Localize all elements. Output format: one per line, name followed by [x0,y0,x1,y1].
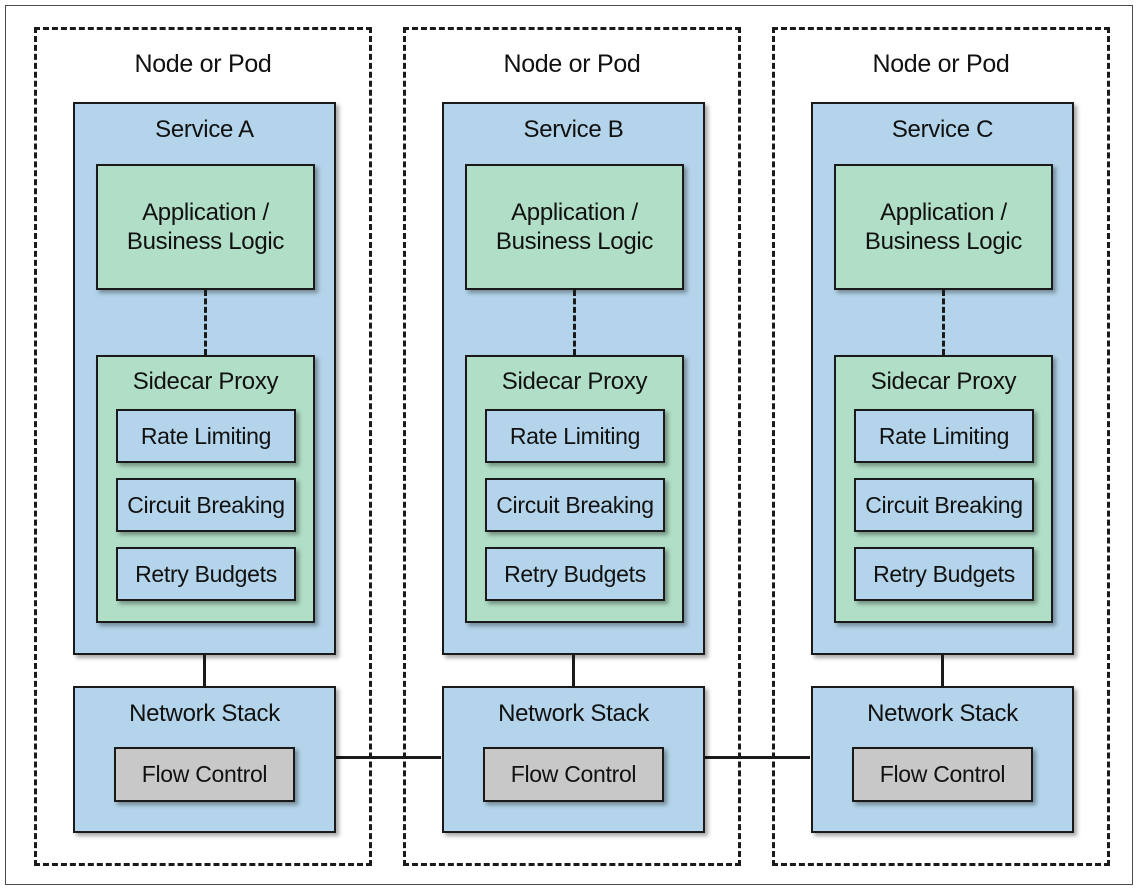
app-to-sidecar-dashed-link [204,290,207,355]
retry-budgets-box: Retry Budgets [485,547,665,601]
app-label-line2: Business Logic [864,228,1023,255]
pod-label: Node or Pod [503,50,641,78]
rate-limiting-box: Rate Limiting [485,409,665,463]
sidecar-proxy: Sidecar Proxy Rate Limiting Circuit Brea… [834,355,1053,623]
network-stack: Network Stack Flow Control [73,686,336,833]
application-business-logic-box: Application / Business Logic [465,164,684,290]
network-stack: Network Stack Flow Control [811,686,1074,833]
app-label-line1: Application / [142,199,269,226]
diagram-frame [5,5,1133,885]
node-or-pod-a: Node or Pod Service A Application / Busi… [34,27,372,866]
service-label: Service B [523,116,624,143]
app-to-sidecar-dashed-link [573,290,576,355]
service-to-network-link [941,655,944,686]
sidecar-label: Sidecar Proxy [870,368,1017,395]
service-label: Service C [891,116,994,143]
application-business-logic-box: Application / Business Logic [834,164,1053,290]
service-b: Service B Application / Business Logic S… [442,102,705,655]
sidecar-label: Sidecar Proxy [132,368,279,395]
network-label: Network Stack [129,700,280,727]
app-label-line2: Business Logic [126,228,285,255]
network-link-b-c [702,756,810,759]
retry-budgets-box: Retry Budgets [854,547,1034,601]
app-label-line1: Application / [511,199,638,226]
sidecar-proxy: Sidecar Proxy Rate Limiting Circuit Brea… [96,355,315,623]
flow-control-box: Flow Control [114,747,295,802]
circuit-breaking-box: Circuit Breaking [485,478,665,532]
node-or-pod-c: Node or Pod Service C Application / Busi… [772,27,1110,866]
app-to-sidecar-dashed-link [942,290,945,355]
service-c: Service C Application / Business Logic S… [811,102,1074,655]
sidecar-label: Sidecar Proxy [501,368,648,395]
network-label: Network Stack [498,700,649,727]
app-label-line2: Business Logic [495,228,654,255]
node-or-pod-b: Node or Pod Service B Application / Busi… [403,27,741,866]
service-to-network-link [203,655,206,686]
pod-label: Node or Pod [134,50,272,78]
pod-label: Node or Pod [872,50,1010,78]
rate-limiting-box: Rate Limiting [854,409,1034,463]
app-label-line1: Application / [880,199,1007,226]
network-link-a-b [333,756,441,759]
circuit-breaking-box: Circuit Breaking [116,478,296,532]
service-to-network-link [572,655,575,686]
rate-limiting-box: Rate Limiting [116,409,296,463]
retry-budgets-box: Retry Budgets [116,547,296,601]
sidecar-proxy: Sidecar Proxy Rate Limiting Circuit Brea… [465,355,684,623]
network-stack: Network Stack Flow Control [442,686,705,833]
network-label: Network Stack [867,700,1018,727]
circuit-breaking-box: Circuit Breaking [854,478,1034,532]
service-a: Service A Application / Business Logic S… [73,102,336,655]
service-label: Service A [155,116,254,143]
application-business-logic-box: Application / Business Logic [96,164,315,290]
flow-control-box: Flow Control [852,747,1033,802]
flow-control-box: Flow Control [483,747,664,802]
